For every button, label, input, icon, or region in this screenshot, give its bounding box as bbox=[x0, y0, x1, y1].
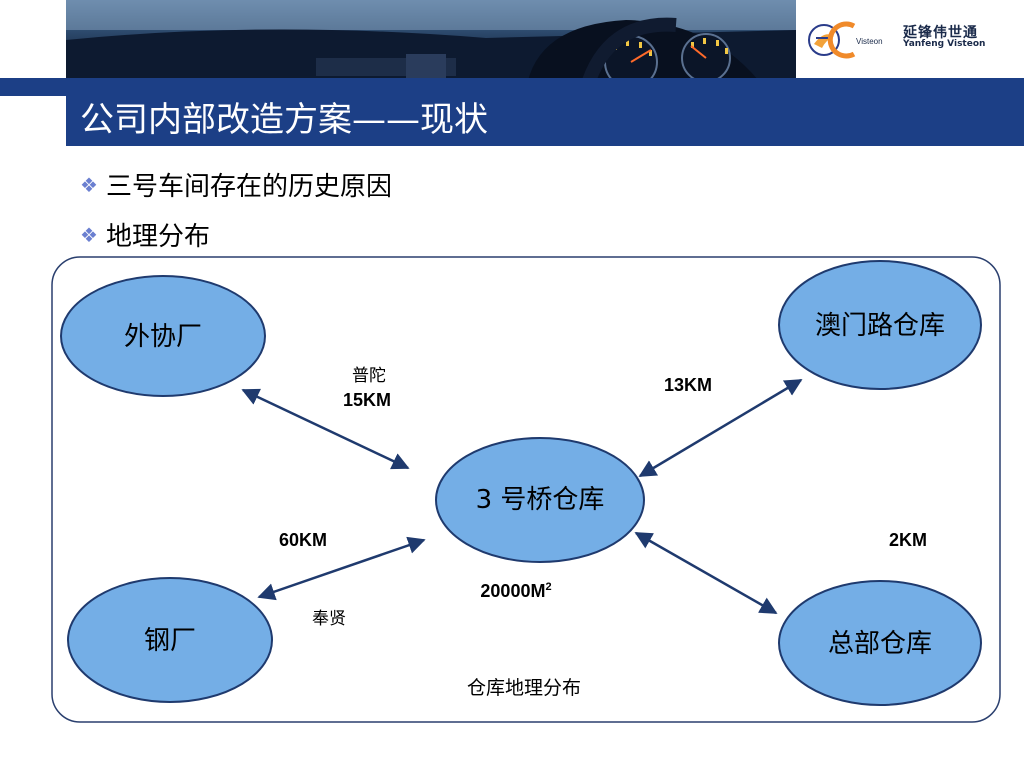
logo-mark-label: Visteon bbox=[856, 37, 883, 46]
bullet-text: 地理分布 bbox=[105, 222, 210, 252]
title-bar bbox=[0, 78, 1024, 148]
header-banner: Visteon 延锋伟世通 Yanfeng Visteon bbox=[0, 0, 1024, 148]
area-value: 20000M bbox=[480, 581, 545, 601]
bullet-text: 三号车间存在的历史原因 bbox=[105, 172, 392, 202]
node-center-label: 3 号桥仓库 bbox=[476, 485, 605, 515]
edge-label-15km: 15KM bbox=[343, 390, 391, 410]
node-aomen: 澳门路仓库 bbox=[778, 260, 982, 390]
dashboard-illustration bbox=[66, 0, 796, 90]
edge-label-fengxian: 奉贤 bbox=[312, 609, 346, 629]
node-waixie-label: 外协厂 bbox=[124, 322, 202, 352]
slide-title: 公司内部改造方案——现状 bbox=[80, 100, 488, 140]
logo-text-cn: 延锋伟世通 bbox=[903, 25, 978, 41]
title-background bbox=[66, 92, 1024, 146]
arrow-waixie-center bbox=[241, 388, 410, 470]
dashboard-photo bbox=[66, 0, 796, 90]
area-superscript: 2 bbox=[545, 581, 551, 593]
edge-label-60km: 60KM bbox=[279, 530, 327, 550]
area-label: 20000M2 bbox=[480, 581, 551, 601]
logo-text-en: Yanfeng Visteon bbox=[903, 39, 986, 49]
title-stripe bbox=[0, 78, 1024, 96]
node-waixie: 外协厂 bbox=[60, 275, 266, 397]
diamond-bullet-icon: ❖ bbox=[80, 223, 98, 247]
bullet-item-history: ❖ 三号车间存在的历史原因 bbox=[80, 166, 392, 203]
node-gang: 钢厂 bbox=[67, 577, 273, 703]
node-aomen-label: 澳门路仓库 bbox=[815, 311, 945, 341]
bullet-item-geography: ❖ 地理分布 bbox=[80, 216, 210, 253]
node-zongbu: 总部仓库 bbox=[778, 580, 982, 706]
diagram-caption: 仓库地理分布 bbox=[467, 677, 581, 699]
arrow-center-aomen bbox=[638, 378, 803, 478]
diamond-bullet-icon: ❖ bbox=[80, 173, 98, 197]
edge-label-2km: 2KM bbox=[889, 530, 927, 550]
edge-label-putuo: 普陀 bbox=[352, 366, 386, 386]
diagram-frame bbox=[51, 256, 1001, 723]
logo-area: Visteon 延锋伟世通 Yanfeng Visteon bbox=[796, 0, 1024, 78]
node-zongbu-label: 总部仓库 bbox=[828, 629, 932, 659]
node-gang-label: 钢厂 bbox=[144, 626, 196, 656]
arrow-center-gang bbox=[257, 536, 426, 601]
edge-label-13km: 13KM bbox=[664, 375, 712, 395]
node-center: 3 号桥仓库 bbox=[435, 437, 645, 563]
arrow-center-zongbu bbox=[634, 531, 778, 615]
company-logo-icon: Visteon bbox=[808, 21, 883, 59]
